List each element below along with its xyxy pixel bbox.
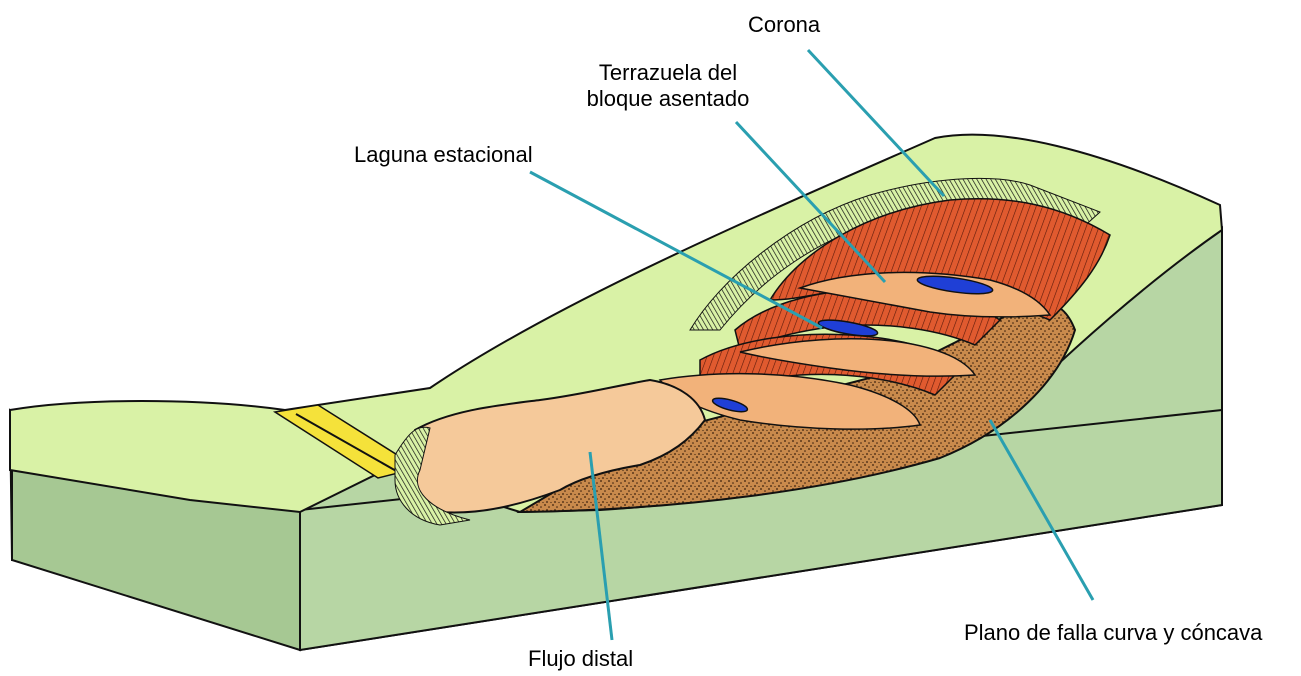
label-terrazuela: Terrazuela del bloque asentado	[568, 60, 768, 112]
label-plano: Plano de falla curva y cóncava	[964, 620, 1262, 646]
label-flujo: Flujo distal	[528, 646, 633, 672]
label-corona: Corona	[748, 12, 820, 38]
label-laguna: Laguna estacional	[354, 142, 533, 168]
label-terrazuela-line2: bloque asentado	[568, 86, 768, 112]
label-terrazuela-line1: Terrazuela del	[568, 60, 768, 86]
